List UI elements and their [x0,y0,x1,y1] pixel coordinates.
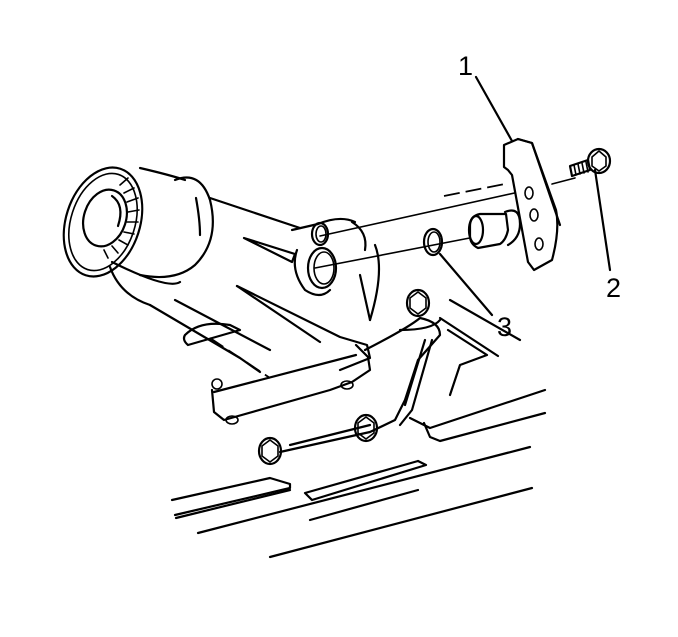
assembly-centerlines [314,177,576,269]
transmission-housing [62,166,372,379]
spline-spokes [103,177,140,259]
flange-bolt [257,436,283,466]
o-ring-seal [422,227,444,257]
pan-outline-lines [170,388,547,559]
flange-bolt [405,288,431,318]
housing-flange [210,243,522,466]
flange-bolt [353,413,379,443]
mounting-bolt [568,147,612,178]
callout-3-label: 3 [497,312,513,342]
callout-1-label: 1 [458,51,474,81]
callout-leaders [438,75,612,317]
callout-2-label: 2 [606,273,622,303]
sensor-assembly [467,137,562,272]
sensor-bores [290,217,367,297]
